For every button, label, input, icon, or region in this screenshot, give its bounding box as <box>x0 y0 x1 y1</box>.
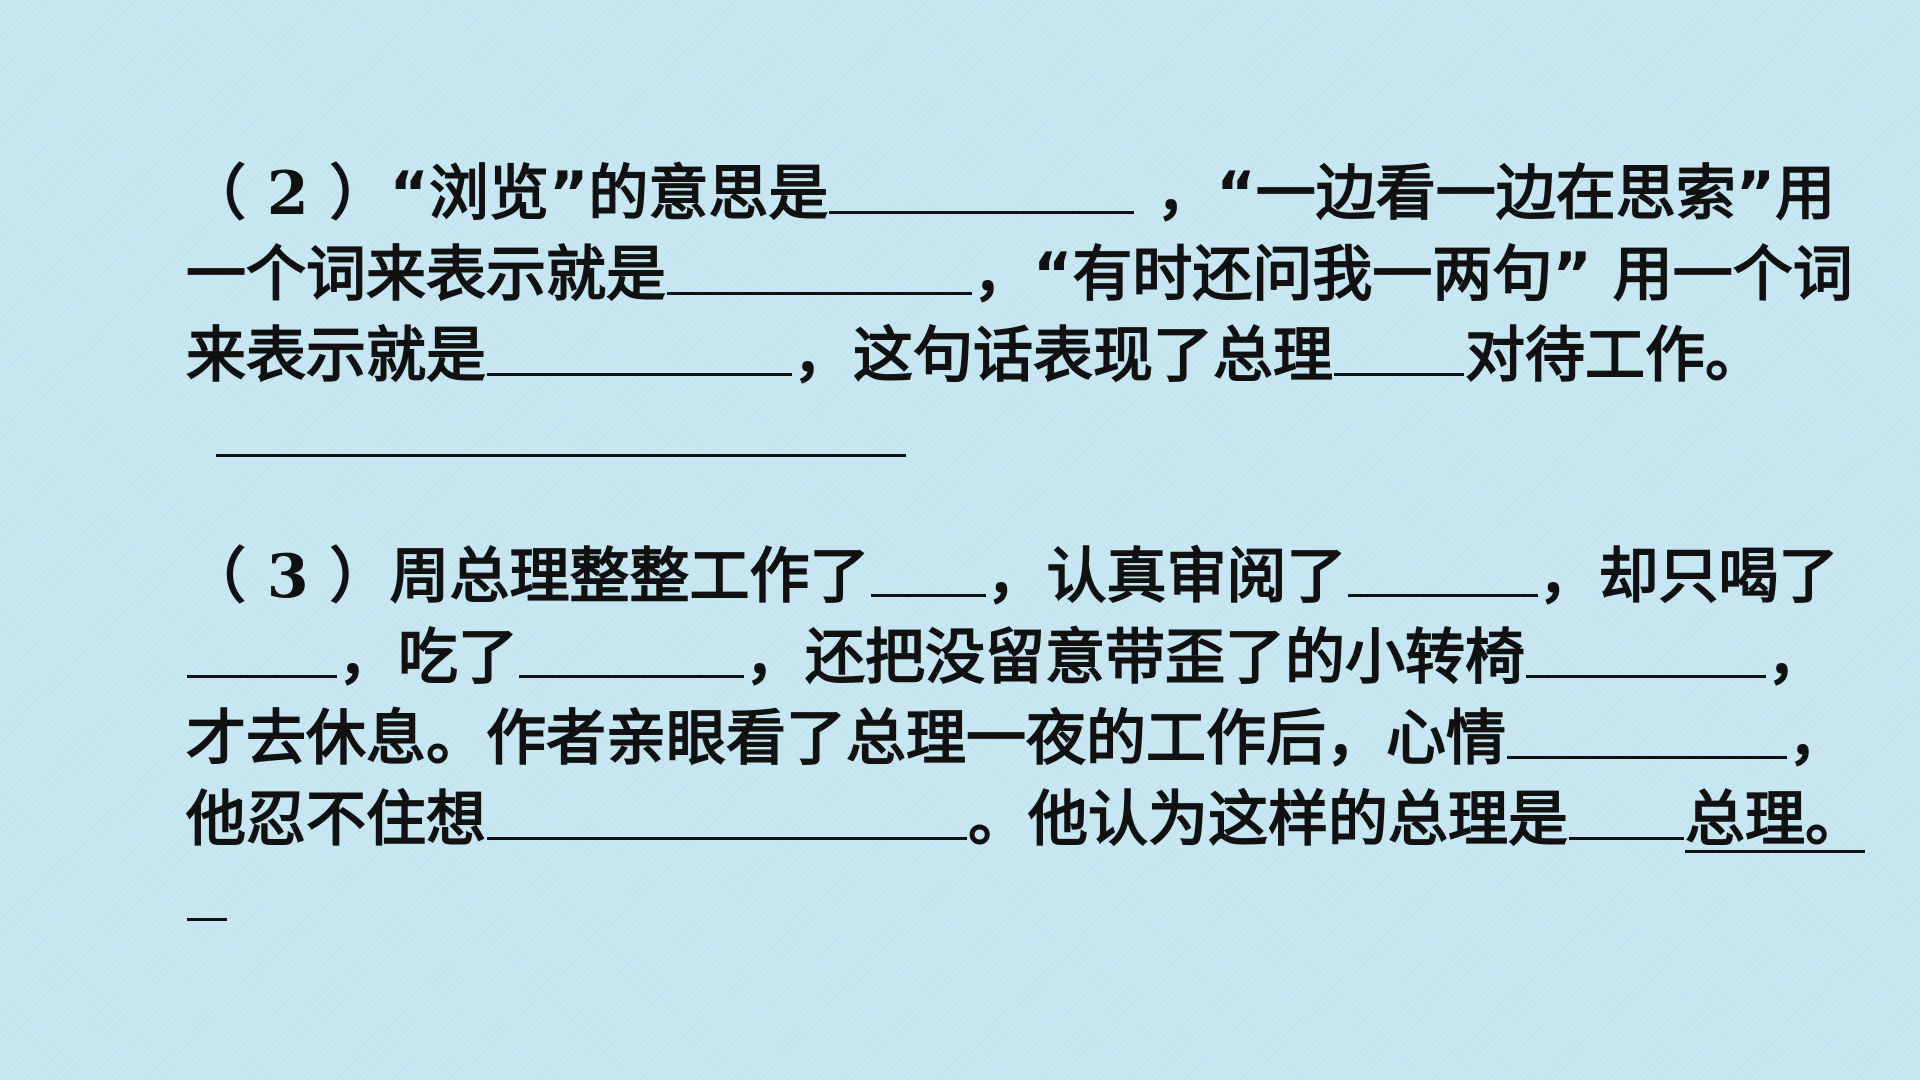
q2-blank-1[interactable] <box>829 151 1135 214</box>
q3-blank-1[interactable] <box>870 534 986 597</box>
q2-close-paren: ） <box>308 159 390 229</box>
q3-text-8: 。他认为这样的总理是 <box>968 785 1568 855</box>
q2-text-4: ，这句话表现了总理 <box>793 321 1333 391</box>
q3-text-4: ，吃了 <box>338 623 518 693</box>
q3-blank-9[interactable] <box>187 858 227 921</box>
q2-text-5: 对待工作。 <box>1465 321 1765 391</box>
q2-text-3: ，“有时还问我一两句” 用一个词来表示就是 <box>186 240 1853 391</box>
q3-text-6: ，才去休息。作者亲眼看了总理一夜的工作后，心情 <box>186 623 1827 774</box>
q2-blank-3[interactable] <box>487 313 792 376</box>
q3-blank-3[interactable] <box>187 615 337 678</box>
q2-text-2: ，“一边看一边在思索”用一个词来表示就是 <box>186 159 1836 310</box>
q3-blank-2[interactable] <box>1347 534 1538 597</box>
q2-blank-2[interactable] <box>667 232 972 295</box>
q2-text-1: “浏览”的意思是 <box>389 159 829 229</box>
q3-blank-7[interactable] <box>487 777 967 840</box>
q3-text-2: ，认真审阅了 <box>986 542 1347 612</box>
q2-blank-4[interactable] <box>1334 313 1464 376</box>
q3-text-3: ，却只喝了 <box>1538 542 1839 612</box>
q3-text-1: 周总理整整工作了 <box>389 542 870 612</box>
q3-close-paren: ） <box>308 542 390 612</box>
q3-open-paren: （ <box>186 542 267 612</box>
q3-blank-4[interactable] <box>519 615 744 678</box>
q3-text-9: 总理。 <box>1685 785 1865 855</box>
q3-text-5: ，还把没留意带歪了的小转椅 <box>745 623 1525 693</box>
q3-text-7: ，他忍不住想 <box>186 704 1848 855</box>
q3-blank-6[interactable] <box>1507 696 1787 759</box>
q2-blank-5[interactable] <box>216 394 906 457</box>
q3-number: 3 <box>266 542 309 612</box>
q3-blank-5[interactable] <box>1526 615 1766 678</box>
q3-blank-8[interactable] <box>1569 777 1684 840</box>
question-3: （ 3 ）周总理整整工作了 ，认真审阅了 ，却只喝了 ，吃了 ，还把没留意带歪了的小转椅… <box>186 534 1886 939</box>
q2-open-paren: （ <box>186 159 267 229</box>
q2-number: 2 <box>266 159 309 229</box>
question-2: （ 2 ）“浏览”的意思是 ，“一边看一边在思索”用一个词来表示就是，“有时还问… <box>186 151 1886 475</box>
